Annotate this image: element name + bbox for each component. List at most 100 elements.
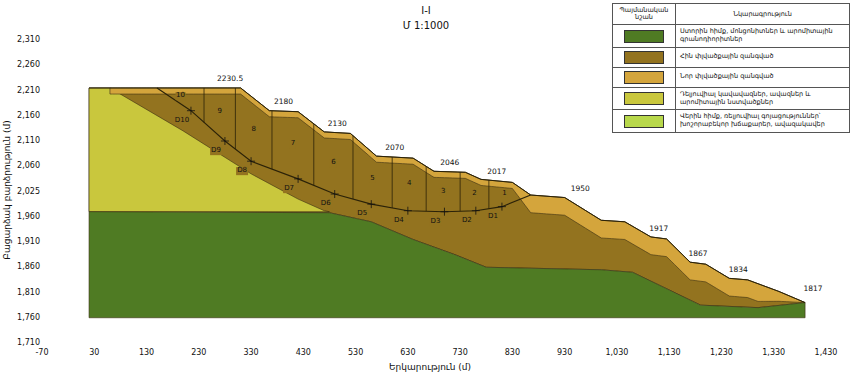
- slice-number: 1: [501, 190, 507, 198]
- cross-mark: [221, 137, 229, 145]
- slice-number: 8: [250, 126, 256, 134]
- elevation-label: 1817: [803, 284, 822, 292]
- elevation-label: 2180: [274, 98, 293, 106]
- slice-boundary: [426, 166, 427, 211]
- slice-number: 9: [216, 108, 222, 116]
- legend-table: Պայմանական նշանՆկարագրությունՍտորին հիմք…: [612, 3, 850, 133]
- axis-tick: 1,810: [17, 288, 40, 297]
- axis-tick: 830: [505, 349, 520, 358]
- slice-boundary: [460, 172, 461, 211]
- slice-boundary: [488, 180, 489, 209]
- slice-number: 7: [290, 140, 296, 148]
- axis-tick: 1,860: [17, 263, 40, 272]
- point-label: D6: [320, 200, 332, 208]
- axis-tick: 2,260: [17, 61, 40, 70]
- slice-boundary: [392, 157, 393, 208]
- slice-boundary: [352, 136, 353, 199]
- cross-mark: [440, 208, 448, 216]
- axis-tick: 1,430: [815, 349, 838, 358]
- legend-row: Հին փլվածքային զանգված: [613, 47, 849, 67]
- axis-tick: 430: [296, 349, 311, 358]
- point-label: D1: [487, 213, 499, 221]
- axis-tick: 130: [139, 349, 154, 358]
- legend-swatch: [624, 51, 664, 64]
- section-title: I-I: [421, 5, 431, 16]
- deluvial-deposit: [89, 88, 329, 212]
- axis-tick: 330: [243, 349, 258, 358]
- slice-number: 2: [471, 190, 477, 198]
- slice-boundary: [235, 88, 236, 149]
- legend-swatch: [624, 71, 664, 84]
- axis-tick: 1,910: [17, 238, 40, 247]
- axis-tick: 1,330: [762, 349, 785, 358]
- elevation-label: 2070: [385, 144, 404, 152]
- cross-mark: [331, 190, 339, 198]
- axis-tick: 30: [89, 349, 99, 358]
- legend-swatch: [624, 92, 664, 105]
- axis-tick: 1,030: [605, 349, 628, 358]
- cross-stroke: [251, 157, 252, 165]
- legend-text: Դելյուվիալ կավավազներ, ավազներ և արոմիտա…: [676, 88, 849, 110]
- axis-tick: 2,060: [17, 162, 40, 171]
- slice-boundary: [271, 111, 272, 169]
- axis-title: Երկարություն (մ): [389, 363, 471, 373]
- point-label: D4: [393, 217, 405, 225]
- legend-swatch-cell: [613, 25, 676, 47]
- axis-tick: 1,130: [658, 349, 681, 358]
- legend-row: Վերին հիմք, ռելյուվիալ գոյացություններ՝ …: [613, 109, 849, 132]
- cross-mark: [367, 200, 375, 208]
- point-label: D10: [174, 117, 190, 125]
- axis-tick: 2,110: [17, 137, 40, 146]
- axis-tick: 230: [191, 349, 206, 358]
- slice-boundary: [313, 124, 314, 186]
- legend-text: Հին փլվածքային զանգված: [676, 48, 849, 67]
- legend-row: Նոր փլվածքային զանգված: [613, 67, 849, 87]
- point-label: D9: [210, 147, 222, 155]
- cross-stroke: [298, 175, 299, 183]
- axis-title: Բացարձակ բարձրություն (մ): [3, 120, 13, 259]
- axis-tick: 530: [348, 349, 363, 358]
- slice-number: 3: [440, 188, 446, 196]
- axis-tick: 1,230: [710, 349, 733, 358]
- elevation-label: 1950: [571, 184, 590, 192]
- axis-tick: 930: [557, 349, 572, 358]
- axis-tick: 2,310: [17, 36, 40, 45]
- cross-mark: [247, 157, 255, 165]
- slice-number: 10: [175, 92, 186, 100]
- cross-stroke: [444, 208, 445, 216]
- slice-boundary: [204, 88, 205, 122]
- point-label: D8: [236, 167, 248, 175]
- bedrock: [89, 212, 805, 318]
- legend-swatch-cell: [613, 88, 676, 110]
- elevation-label: 1834: [729, 266, 748, 274]
- elevation-label: 1917: [649, 225, 668, 233]
- cross-mark: [294, 175, 302, 183]
- slice-number: 5: [369, 175, 375, 183]
- cross-stroke: [190, 107, 191, 115]
- axis-tick: 1,960: [17, 212, 40, 221]
- cross-stroke: [475, 207, 476, 215]
- elevation-label: 2130: [328, 120, 347, 128]
- axis-tick: 2,210: [17, 86, 40, 95]
- cross-stroke: [371, 200, 372, 208]
- legend-text: Ստորին հիմք, մոնցոնիտներ և արոմիտային գր…: [676, 25, 849, 47]
- cross-stroke: [224, 137, 225, 145]
- legend-header-cell: Նկարագրություն: [676, 4, 849, 24]
- legend-row: Դելյուվիալ կավավազներ, ավազներ և արոմիտա…: [613, 87, 849, 110]
- elevation-label: 2046: [440, 159, 459, 167]
- axis-tick: 1,760: [17, 313, 40, 322]
- axis-tick: 2,025: [17, 187, 40, 196]
- slice-number: 6: [330, 159, 336, 167]
- point-label: D2: [461, 217, 473, 225]
- legend-swatch-cell: [613, 110, 676, 132]
- cross-stroke: [407, 207, 408, 215]
- elevation-label: 2230.5: [217, 75, 243, 83]
- slip-surface: [157, 88, 531, 212]
- axis-tick: 2,160: [17, 111, 40, 120]
- legend-header: Պայմանական նշան: [613, 7, 675, 21]
- legend-header-row: Պայմանական նշանՆկարագրություն: [613, 4, 849, 24]
- cross-mark: [498, 203, 506, 211]
- scale-note: Մ 1:1000: [403, 20, 449, 31]
- point-label: D7: [283, 185, 295, 193]
- legend-header-cell: Պայմանական նշան: [613, 4, 676, 24]
